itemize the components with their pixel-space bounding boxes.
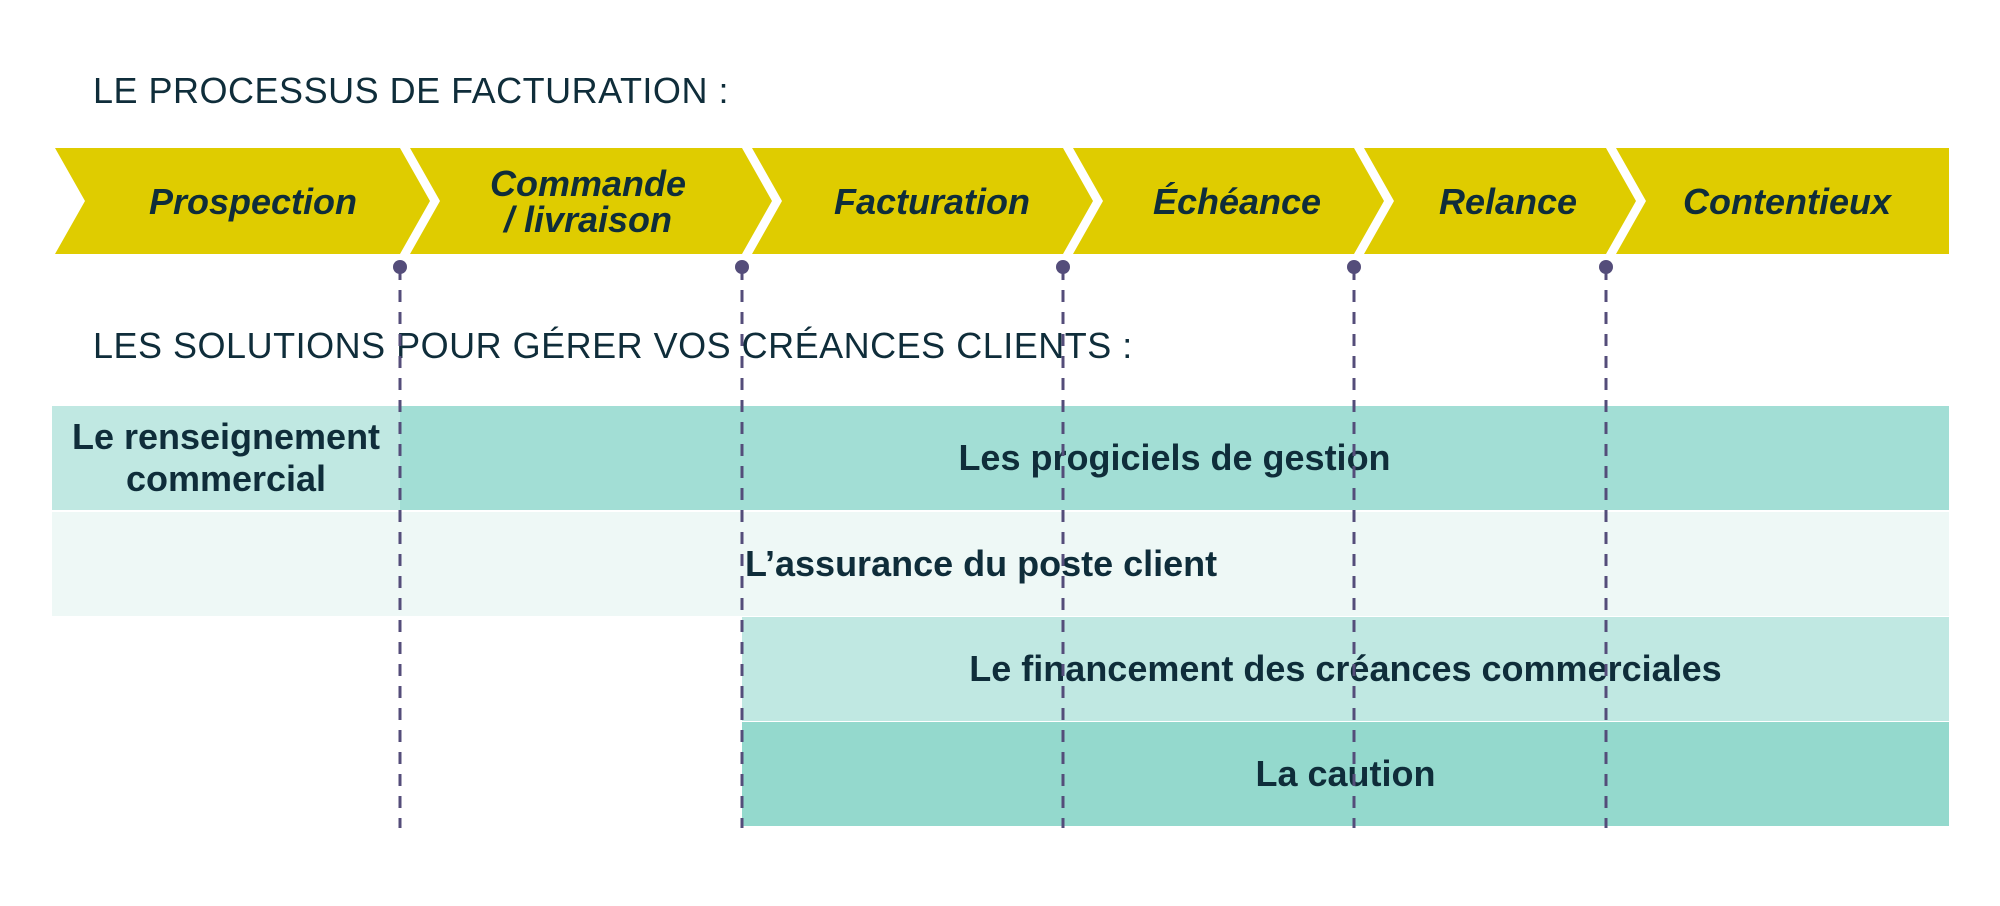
solution-progiciels-label: Les progiciels de gestion: [958, 437, 1391, 478]
process-title: LE PROCESSUS DE FACTURATION :: [93, 70, 729, 111]
solution-renseignement-line1: Le renseignement: [71, 416, 381, 457]
solutions-title: LES SOLUTIONS POUR GÉRER VOS CRÉANCES CL…: [93, 325, 1133, 366]
solution-renseignement-commercial: Le renseignement commercial: [52, 406, 400, 510]
solution-renseignement-line2: commercial: [125, 458, 327, 499]
process-step-commande-livraison-shape: [410, 148, 772, 254]
process-step-relance-shape: [1364, 148, 1636, 254]
process-step-contentieux-shape: [1616, 148, 1949, 254]
process-step-facturation-label: Facturation: [834, 181, 1030, 222]
process-step-contentieux-label: Contentieux: [1683, 181, 1893, 222]
solution-caution: La caution: [742, 722, 1949, 826]
process-step-echeance-shape: [1073, 148, 1384, 254]
solution-assurance-label: L’assurance du poste client: [745, 543, 1218, 584]
solution-progiciels-de-gestion: Les progiciels de gestion: [400, 406, 1949, 510]
process-step-echeance-label: Échéance: [1153, 181, 1321, 222]
process-step-prospection-shape: [55, 148, 430, 254]
process-step-prospection-label: Prospection: [149, 181, 357, 222]
solution-assurance-poste-client: L’assurance du poste client: [52, 512, 1949, 616]
process-step-facturation-shape: [752, 148, 1093, 254]
process-step-commande-livraison-label: / livraison: [502, 199, 672, 240]
solution-financement-label: Le financement des créances commerciales: [969, 648, 1722, 689]
process-step-relance-label: Relance: [1439, 181, 1577, 222]
process-step-commande-livraison-label: Commande: [490, 163, 686, 204]
solution-financement-creances: Le financement des créances commerciales: [742, 617, 1949, 721]
solution-caution-label: La caution: [1255, 753, 1436, 794]
